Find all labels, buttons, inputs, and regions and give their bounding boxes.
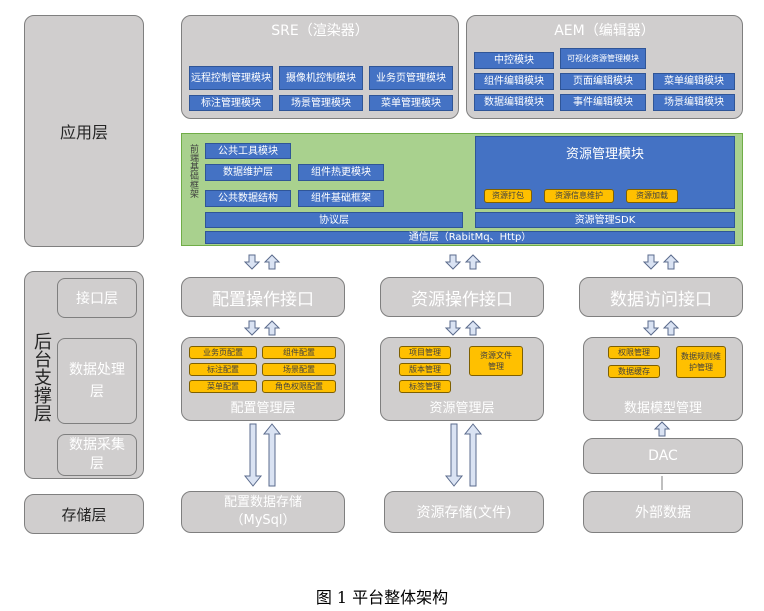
app-layer: 应用层: [24, 15, 144, 247]
arrow-down-icon: [643, 254, 659, 270]
data-rule-maintenance: 数据规则维护管理: [676, 346, 726, 378]
arrow-up-icon: [264, 320, 280, 336]
aem-module-data-edit: 数据编辑模块: [474, 94, 554, 111]
sre-module-annotation: 标注管理模块: [189, 95, 273, 111]
config-management-layer: 业务页配置 组件配置 标注配置 场景配置 菜单配置 角色权限配置 配置管理层: [181, 337, 345, 421]
data-maintenance-layer: 数据维护层: [205, 164, 291, 181]
config-item-role-permission: 角色权限配置: [262, 380, 336, 393]
aem-module-event-edit: 事件编辑模块: [560, 94, 646, 111]
data-cache: 数据缓存: [608, 365, 660, 378]
external-data: 外部数据: [583, 491, 743, 533]
backend-layer-label: 后台支撑层: [31, 332, 52, 422]
protocol-layer: 协议层: [205, 212, 463, 228]
aem-module-component-edit: 组件编辑模块: [474, 73, 554, 90]
tag-management: 标签管理: [399, 380, 451, 393]
resource-management-sdk: 资源管理SDK: [475, 212, 735, 228]
sre-module-remote-control: 远程控制管理模块: [189, 66, 273, 90]
resource-management-layer: 项目管理 版本管理 标签管理 资源文件管理 资源管理层: [380, 337, 544, 421]
arrow-up-icon: [465, 254, 481, 270]
arrow-up-icon: [264, 254, 280, 270]
resource-operation-interface: 资源操作接口: [380, 277, 544, 317]
data-model-management: 权限管理 数据缓存 数据规则维护管理 数据模型管理: [583, 337, 743, 421]
frontend-base-framework: 前端基础框架 公共工具模块 数据维护层 组件热更模块 公共数据结构 组件基础框架…: [181, 133, 743, 246]
resource-management-module: 资源管理模块 资源打包 资源信息维护 资源加载: [475, 136, 735, 209]
sre-title: SRE（渲染器）: [271, 23, 369, 39]
config-item-component: 组件配置: [262, 346, 336, 359]
dac: DAC: [583, 438, 743, 474]
aem-title: AEM（编辑器）: [554, 23, 655, 39]
resource-info-maintenance: 资源信息维护: [544, 189, 614, 203]
project-management: 项目管理: [399, 346, 451, 359]
arrow-up-icon: [663, 320, 679, 336]
data-model-title: 数据模型管理: [623, 400, 702, 416]
long-arrow-down-icon: [444, 423, 464, 487]
data-processing-layer: 数据处理层: [57, 338, 137, 424]
resource-loading: 资源加载: [626, 189, 678, 203]
sre-module-scene: 场景管理模块: [279, 95, 363, 111]
config-item-menu: 菜单配置: [189, 380, 257, 393]
arrow-down-icon: [244, 320, 260, 336]
long-arrow-up-icon: [262, 423, 282, 487]
arrow-down-icon: [244, 254, 260, 270]
long-arrow-down-icon: [243, 423, 263, 487]
resource-module-title: 资源管理模块: [565, 147, 644, 162]
resource-storage: 资源存储(文件): [384, 491, 544, 533]
backend-layer: 后台支撑层 接口层 数据处理层 数据采集层: [24, 271, 144, 479]
config-item-business-page: 业务页配置: [189, 346, 257, 359]
arrow-up-icon: [465, 320, 481, 336]
aem-module-visual-resource: 可视化资源管理模块: [560, 48, 646, 69]
public-tools-module: 公共工具模块: [205, 143, 291, 159]
aem-module-page-edit: 页面编辑模块: [560, 73, 646, 90]
aem-editor: AEM（编辑器） 中控模块 可视化资源管理模块 组件编辑模块 页面编辑模块 菜单…: [466, 15, 743, 119]
arrow-down-icon: [445, 254, 461, 270]
component-base-framework: 组件基础框架: [298, 190, 384, 207]
public-data-structure: 公共数据结构: [205, 190, 291, 207]
data-access-interface: 数据访问接口: [579, 277, 743, 317]
arrow-down-icon: [445, 320, 461, 336]
sre-module-business-page: 业务页管理模块: [369, 66, 453, 90]
sre-renderer: SRE（渲染器） 远程控制管理模块 摄像机控制模块 业务页管理模块 标注管理模块…: [181, 15, 459, 119]
data-collection-layer: 数据采集层: [57, 434, 137, 476]
figure-caption: 图 1 平台整体架构: [315, 588, 449, 607]
config-data-storage: 配置数据存储（MySql）: [181, 491, 345, 533]
hot-update-module: 组件热更模块: [298, 164, 384, 181]
sre-module-camera-control: 摄像机控制模块: [279, 66, 363, 90]
version-management: 版本管理: [399, 363, 451, 376]
app-layer-label: 应用层: [59, 123, 108, 142]
arrow-down-icon: [643, 320, 659, 336]
config-operation-interface: 配置操作接口: [181, 277, 345, 317]
config-item-annotation: 标注配置: [189, 363, 257, 376]
config-management-title: 配置管理层: [230, 400, 296, 416]
arrow-up-icon: [663, 254, 679, 270]
storage-layer: 存储层: [24, 494, 144, 534]
resource-packaging: 资源打包: [484, 189, 532, 203]
arrow-up-icon: [654, 421, 670, 437]
config-item-scene: 场景配置: [262, 363, 336, 376]
frontend-vertical-label: 前端基础框架: [188, 144, 198, 198]
communication-layer: 通信层（RabitMq、Http）: [205, 231, 735, 244]
resource-management-title: 资源管理层: [429, 400, 495, 416]
aem-module-central-control: 中控模块: [474, 52, 554, 69]
long-arrow-up-icon: [463, 423, 483, 487]
interface-layer: 接口层: [57, 278, 137, 318]
permission-management: 权限管理: [608, 346, 660, 359]
aem-module-scene-edit: 场景编辑模块: [653, 94, 735, 111]
aem-module-menu-edit: 菜单编辑模块: [653, 73, 735, 90]
sre-module-menu: 菜单管理模块: [369, 95, 453, 111]
resource-file-management: 资源文件管理: [469, 346, 523, 376]
